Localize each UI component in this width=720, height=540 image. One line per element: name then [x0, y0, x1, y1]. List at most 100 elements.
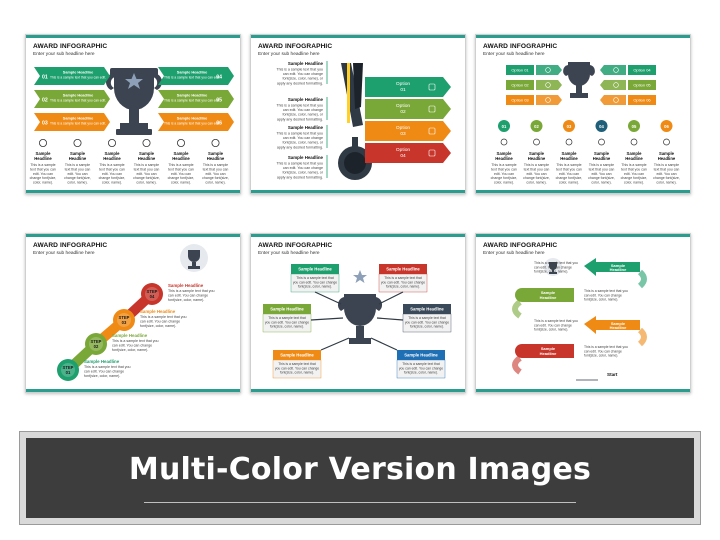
trophy-icon	[106, 68, 162, 135]
number-circle	[530, 120, 543, 132]
step-number: 01	[66, 370, 71, 375]
slide-thumbnail-5[interactable]: AWARD INFOGRAPHIC Enter your sub headlin…	[250, 233, 466, 393]
step-label: STEP	[119, 315, 130, 320]
box-headline: Sample Headline	[386, 267, 420, 272]
ribbon-arrow	[584, 258, 640, 276]
box-text: font(size, color, name).	[280, 371, 314, 375]
option-number: 02	[400, 109, 406, 115]
item-text: text that you can	[524, 167, 550, 171]
item-text: This is a sample	[491, 163, 516, 167]
ribbon-text: can edit. You can change	[534, 265, 572, 269]
slide-subtitle: Enter your sub headline here	[483, 52, 545, 57]
item-text: edit. You can	[171, 172, 191, 176]
block-text: This is a sample text that you	[276, 162, 323, 166]
box-text: This is a sample text that	[402, 362, 440, 366]
box-header	[263, 304, 311, 314]
ribbon-curve	[637, 269, 647, 289]
item-headline: Sample	[594, 151, 610, 156]
option-number: 05	[216, 98, 222, 104]
box-text: you can edit. You can change	[265, 320, 309, 324]
item-text: This is a sample	[134, 163, 159, 167]
box-text: you can edit. You can change	[293, 280, 337, 284]
option-box	[506, 80, 534, 90]
slide-thumbnail-3[interactable]: AWARD INFOGRAPHIC Enter your sub headlin…	[475, 34, 691, 194]
block-text: font(size, color, name), or	[282, 171, 323, 175]
step-headline: Sample Headline	[112, 333, 148, 338]
box-header	[273, 350, 321, 360]
slide-thumbnail-4[interactable]: AWARD INFOGRAPHIC Enter your sub headlin…	[25, 233, 241, 393]
ribbon-text: This is a sample text that you	[534, 319, 578, 323]
item-text: edit. You can	[656, 172, 676, 176]
item-text: edit. You can	[526, 172, 546, 176]
item-text: This is a sample	[524, 163, 549, 167]
item-text: This is a sample	[589, 163, 614, 167]
item-icon	[108, 139, 117, 148]
block-text: can edit. You can change	[283, 136, 323, 140]
item-text: color, name).	[494, 181, 514, 185]
step-number: 03	[122, 320, 127, 325]
item-icon	[500, 138, 508, 146]
item-icon	[598, 138, 605, 146]
item-text: change font(size,	[99, 176, 126, 180]
box-text: you can edit. You can change	[381, 280, 425, 284]
item-text: edit. You can	[102, 172, 122, 176]
item-text: change font(size,	[621, 176, 648, 180]
item-text: text that you can	[134, 167, 160, 171]
item-headline: Headline	[528, 156, 546, 161]
step-number: 04	[150, 294, 155, 299]
item-text: color, name).	[591, 181, 611, 185]
ribbon-curve	[637, 327, 647, 347]
slide-thumbnail-6[interactable]: AWARD INFOGRAPHIC Enter your sub headlin…	[475, 233, 691, 393]
item-icon	[663, 138, 670, 146]
ribbon-text: can edit. You can change	[584, 293, 622, 297]
step-circle	[141, 283, 163, 305]
item-headline: Headline	[207, 156, 225, 161]
block-text: This is a sample text that you	[276, 132, 323, 136]
step-circle	[113, 309, 135, 331]
ribbon-text: font(size, color, name).	[534, 328, 568, 332]
option-label: Option 02	[511, 83, 529, 88]
block-text: font(size, color, name), or	[282, 77, 323, 81]
ribbon-headline: Headline	[610, 325, 627, 330]
box-body	[402, 313, 452, 333]
option-headline: Sample Headline	[177, 94, 207, 98]
option-label: Option 05	[633, 83, 651, 88]
block-text: This is a sample text that you	[276, 68, 323, 72]
box-body	[262, 313, 312, 333]
ribbon-headline: Sample	[541, 346, 556, 351]
slide-thumbnail-1[interactable]: AWARD INFOGRAPHIC Enter your sub headlin…	[25, 34, 241, 194]
slide-subtitle: Enter your sub headline here	[33, 251, 95, 256]
item-text: color, name).	[171, 181, 191, 185]
slide-bottom-accent	[476, 389, 690, 392]
option-icon	[613, 82, 619, 88]
option-icon	[545, 67, 551, 73]
option-arrow	[158, 113, 234, 131]
number-label: 05	[632, 124, 637, 129]
option-number: 03	[400, 131, 406, 137]
option-text: This is a sample text that you can edit.	[164, 76, 220, 80]
item-headline: Sample	[627, 151, 643, 156]
step-label: STEP	[147, 289, 158, 294]
item-text: color, name).	[656, 181, 676, 185]
step-text: can edit. You can change	[112, 344, 152, 348]
item-headline: Headline	[34, 156, 52, 161]
option-arrow	[600, 65, 626, 75]
slide-thumbnail-2[interactable]: AWARD INFOGRAPHIC Enter your sub headlin…	[250, 34, 466, 194]
box-header	[397, 350, 445, 360]
ribbon-headline: Sample	[611, 263, 626, 268]
option-label: Option	[396, 81, 410, 87]
option-arrow	[34, 90, 110, 108]
item-text: change font(size,	[491, 176, 518, 180]
item-text: change font(size,	[202, 176, 229, 180]
step-text: font(size, color, name).	[112, 348, 148, 352]
step-inner	[61, 363, 75, 377]
item-headline: Sample	[105, 151, 121, 156]
item-text: text that you can	[654, 167, 680, 171]
block-text: apply any desired formatting.	[277, 175, 323, 179]
ribbon-curve	[512, 299, 522, 319]
number-circle	[595, 120, 608, 132]
option-number: 03	[42, 121, 48, 127]
